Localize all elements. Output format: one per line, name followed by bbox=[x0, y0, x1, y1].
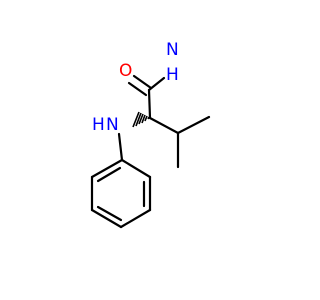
bond-carbonyl-2 bbox=[127, 81, 148, 97]
structure-svg: O N H H N bbox=[90, 40, 211, 229]
amide-n-label: N bbox=[166, 40, 179, 60]
bond-carbonyl-amide-n bbox=[147, 76, 166, 92]
molecule-diagram: O N H H N bbox=[90, 40, 211, 229]
bond-amine-phenyl bbox=[117, 132, 124, 162]
bond-isopropyl-methyl-1 bbox=[176, 115, 211, 135]
bond-carbonyl-1 bbox=[132, 74, 153, 90]
amine-h-label: H bbox=[92, 115, 105, 135]
bond-carbonyl-alpha bbox=[147, 88, 152, 120]
amide-h-label: H bbox=[166, 65, 179, 85]
amine-n-label: N bbox=[106, 115, 119, 135]
bond-alpha-amine-hashed bbox=[132, 111, 150, 128]
phenyl-ring bbox=[90, 158, 152, 229]
bond-alpha-isopropyl bbox=[148, 116, 180, 135]
oxygen-label: O bbox=[119, 61, 132, 81]
